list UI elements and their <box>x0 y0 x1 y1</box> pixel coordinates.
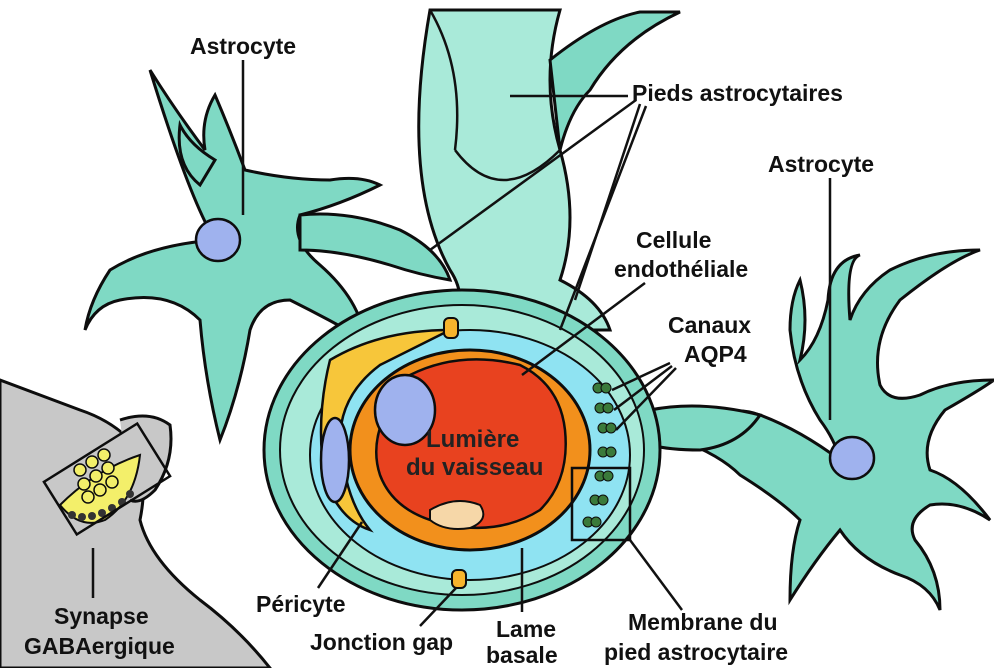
label-pericyte: Péricyte <box>256 591 346 617</box>
label-membrane-line2: pied astrocytaire <box>604 639 788 665</box>
label-lumiere-line1: Lumière <box>426 426 519 453</box>
label-pieds-astrocytaires: Pieds astrocytaires <box>632 80 843 106</box>
label-cellule-line1: Cellule <box>636 227 711 253</box>
label-canaux-line2: AQP4 <box>684 341 747 367</box>
leader-membrane <box>630 540 682 610</box>
label-astrocyte-right: Astrocyte <box>768 151 874 177</box>
astrocyte-right-nucleus <box>830 437 874 479</box>
label-synapse-line1: Synapse <box>54 603 149 629</box>
label-canaux-line1: Canaux <box>668 312 751 338</box>
gap-junction-top <box>444 318 458 338</box>
lumen-inclusion <box>430 501 483 529</box>
label-lame-line1: Lame <box>496 616 556 642</box>
label-synapse-line2: GABAergique <box>24 633 175 659</box>
label-jonction-gap: Jonction gap <box>310 629 453 655</box>
leader-pieds-4 <box>560 106 646 330</box>
gap-junction-bottom <box>452 570 466 588</box>
label-cellule-line2: endothéliale <box>614 256 748 282</box>
astrocyte-left-nucleus <box>196 219 240 261</box>
label-lumiere-line2: du vaisseau <box>406 454 543 481</box>
label-lame-line2: basale <box>486 642 558 668</box>
label-membrane-line1: Membrane du <box>628 609 778 635</box>
pericyte-nucleus <box>321 418 349 502</box>
label-astrocyte-left: Astrocyte <box>190 33 296 59</box>
